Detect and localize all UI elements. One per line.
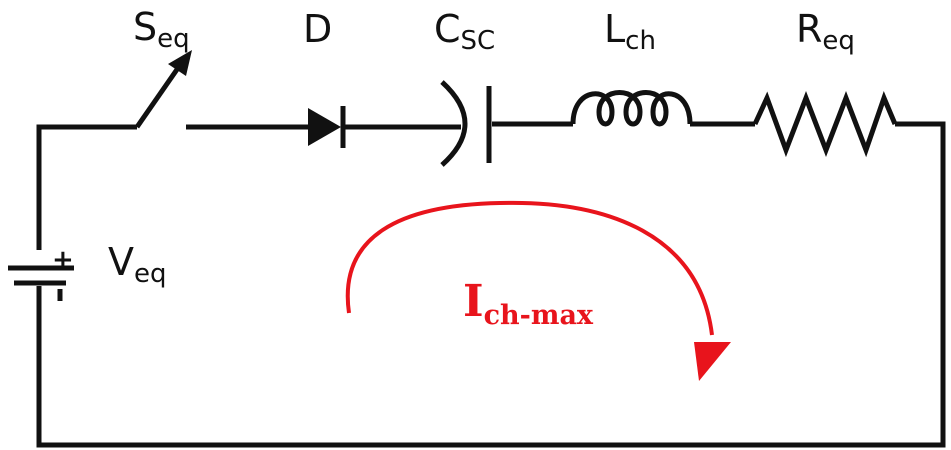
- diode-symbol: [308, 106, 346, 148]
- battery-plus-sign: +: [52, 245, 74, 275]
- inductor-label: Lch: [604, 7, 656, 56]
- inductor-symbol: [570, 90, 693, 127]
- current-label: Ich-max: [463, 276, 594, 331]
- battery-symbol: [8, 265, 74, 301]
- voltage-source-label: Veq: [108, 240, 167, 289]
- circuit-wire: [36, 121, 946, 448]
- resistor-symbol: [752, 91, 898, 158]
- resistor-label: Req: [796, 7, 855, 56]
- switch-label: Seq: [133, 5, 190, 54]
- current-direction-arrow: [345, 200, 731, 381]
- circuit-wire: [36, 124, 137, 250]
- capacitor-symbol: [440, 80, 492, 167]
- diode-label: D: [303, 7, 333, 51]
- switch-symbol: [134, 50, 192, 129]
- capacitor-label: CSC: [434, 7, 496, 56]
